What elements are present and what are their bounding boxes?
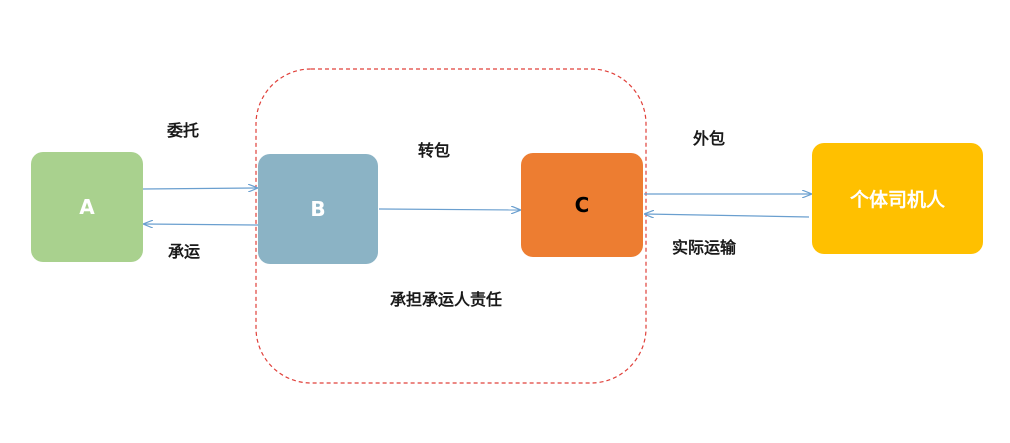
node-c: C: [521, 153, 643, 257]
node-individual-driver: 个体司机人: [812, 143, 983, 254]
node-c-label: C: [574, 193, 590, 217]
group-label-liability: 承担承运人责任: [390, 290, 503, 309]
node-a-label: A: [79, 195, 95, 219]
liability-group-border: [255, 68, 647, 384]
node-a: A: [31, 152, 143, 262]
edge-label-subcontract: 转包: [418, 141, 451, 160]
arrow-carry-b-to-a: [144, 224, 259, 225]
edge-label-entrust: 委托: [167, 121, 200, 140]
arrow-actual-transport-driver-to-c: [645, 214, 810, 217]
edge-label-actual-transport: 实际运输: [672, 238, 737, 257]
edge-label-carry: 承运: [168, 242, 201, 261]
arrow-subcontract-b-to-c: [378, 209, 520, 210]
node-b-label: B: [310, 197, 326, 221]
node-b: B: [258, 154, 378, 264]
edge-label-outsource: 外包: [693, 129, 726, 148]
node-individual-driver-label: 个体司机人: [849, 189, 945, 211]
arrow-entrust-a-to-b: [142, 188, 257, 189]
